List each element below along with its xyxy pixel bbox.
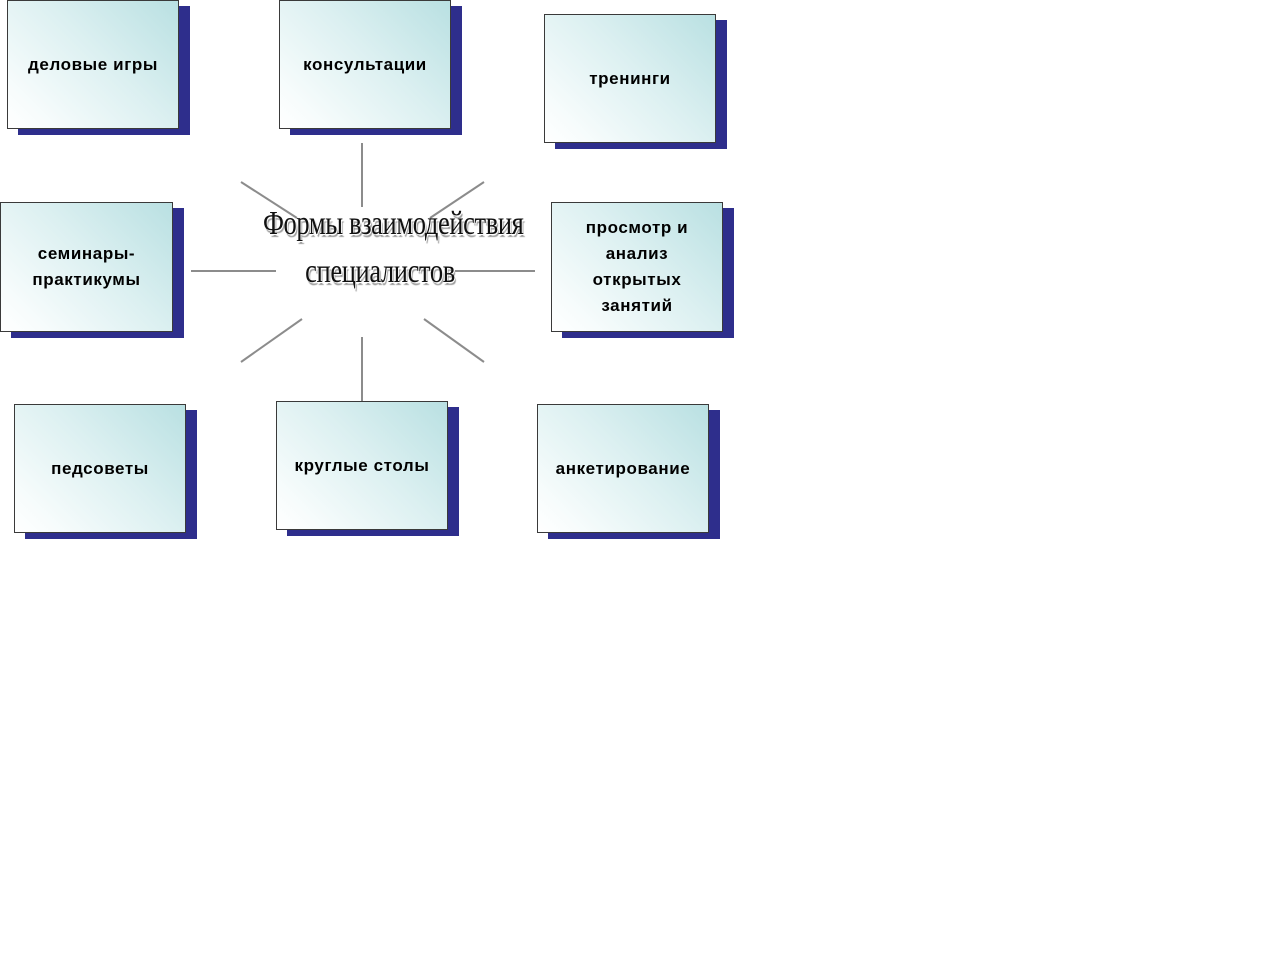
- box-label: круглые столы: [294, 455, 430, 475]
- connector-top-right: [429, 181, 485, 219]
- central-title: Формы взаимодействия специалистов: [263, 200, 524, 296]
- central-title-line-2: специалистов: [305, 253, 455, 290]
- box-label: деловые игры: [28, 54, 158, 74]
- box-open-lessons: просмотр и анализ открытых занятий: [551, 202, 723, 332]
- box-label: консультации: [303, 54, 427, 74]
- connector-bottom-left: [240, 318, 303, 363]
- connector-bottom-right: [423, 318, 485, 363]
- box-business-games: деловые игры: [7, 0, 179, 129]
- box-label: анкетирование: [555, 458, 691, 478]
- box-consultations: консультации: [279, 0, 451, 129]
- central-title-line-1: Формы взаимодействия: [263, 205, 524, 242]
- box-round-tables: круглые столы: [276, 401, 448, 530]
- connector-top-left: [240, 181, 298, 219]
- box-label: просмотр и анализ открытых занятий: [585, 218, 689, 315]
- box-trainings: тренинги: [544, 14, 716, 143]
- box-seminars: семинары-практикумы: [0, 202, 173, 332]
- box-label: педсоветы: [51, 458, 149, 478]
- box-pedagogical-councils: педсоветы: [14, 404, 186, 533]
- box-questionnaire: анкетирование: [537, 404, 709, 533]
- box-label: тренинги: [589, 68, 671, 88]
- box-label: семинары-практикумы: [32, 244, 141, 289]
